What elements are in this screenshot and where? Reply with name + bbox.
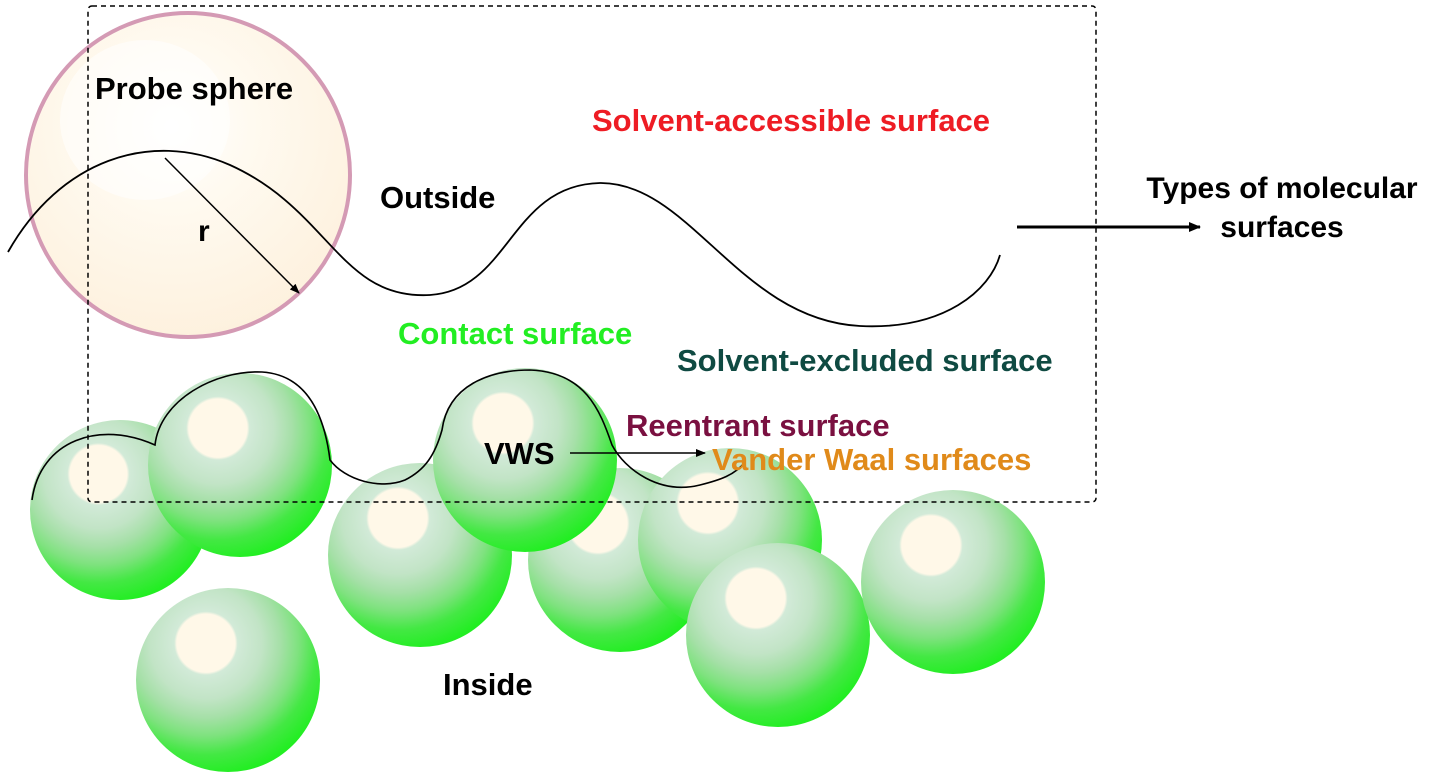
- contact-surface-curve: [31, 369, 746, 501]
- radius-label: r: [198, 215, 210, 248]
- green-atom-sphere: [433, 368, 617, 552]
- probe-sphere-circle: [24, 11, 352, 339]
- types-label-line2: surfaces: [1220, 211, 1343, 244]
- reentrant-surface-label: Reentrant surface: [626, 408, 890, 443]
- solvent-accessible-curve: [7, 150, 1001, 328]
- types-label-line1: Types of molecular: [1146, 172, 1418, 205]
- green-atom-sphere: [136, 588, 320, 772]
- radius-arrow: [164, 157, 300, 294]
- solvent-accessible-label: Solvent-accessible surface: [592, 103, 990, 138]
- inside-label: Inside: [443, 667, 533, 702]
- vander-waal-label: Vander Waal surfaces: [712, 442, 1031, 477]
- solvent-excluded-label: Solvent-excluded surface: [677, 343, 1053, 378]
- green-atom-sphere: [148, 373, 332, 557]
- green-atom-sphere: [861, 490, 1045, 674]
- probe-sphere-label: Probe sphere: [95, 71, 293, 106]
- contact-surface-label: Contact surface: [398, 316, 632, 351]
- green-atom-sphere: [686, 543, 870, 727]
- dashed-frame: [87, 5, 1097, 503]
- atoms-group: [30, 368, 1045, 772]
- outside-label: Outside: [380, 180, 495, 215]
- vws-label: VWS: [484, 436, 555, 471]
